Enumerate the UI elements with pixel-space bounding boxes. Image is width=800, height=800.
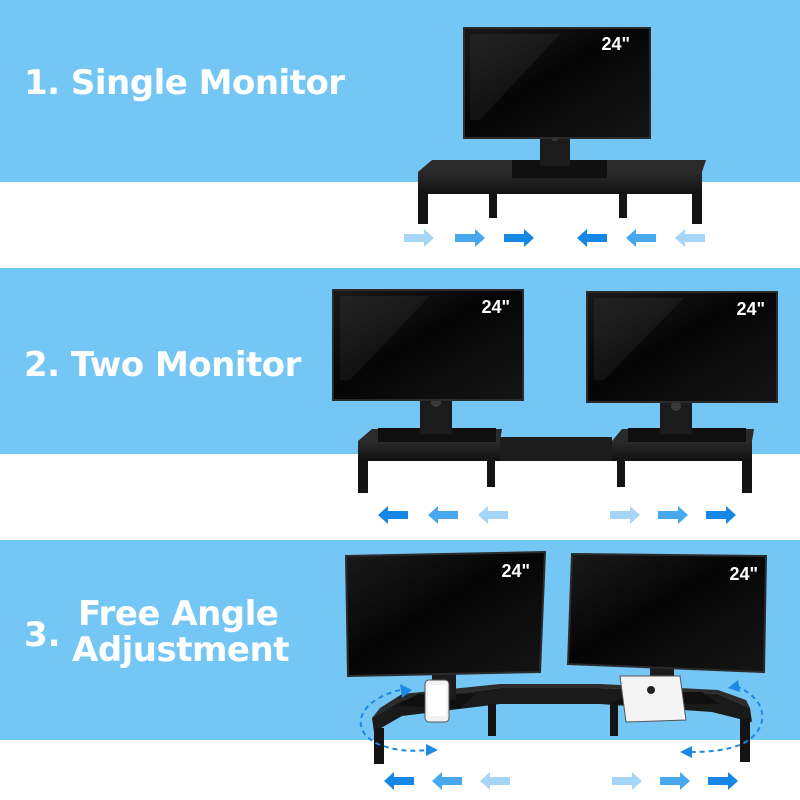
section-1-band: [0, 0, 800, 182]
section-2-heading: 2. Two Monitor: [24, 345, 301, 385]
section-1-scene: 24": [404, 27, 706, 247]
arrows-inward: [404, 229, 705, 247]
arrow-left-icon: [626, 229, 656, 247]
arrow-left-icon: [384, 772, 414, 790]
arrow-left-icon: [675, 229, 705, 247]
arrow-left-icon: [428, 506, 458, 524]
monitor-left: 24": [344, 550, 547, 723]
rotate-dashed-arrow-icon: [728, 680, 740, 692]
monitor-size-label: 24": [736, 299, 765, 319]
section-3-number: 3.: [24, 615, 61, 655]
arrow-left-icon: [432, 772, 462, 790]
arrow-right-icon: [706, 506, 736, 524]
arrow-right-icon: [504, 229, 534, 247]
arrow-right-icon: [455, 229, 485, 247]
section-3-heading-line-1: Free Angle: [78, 594, 279, 634]
monitor-size-label: 24": [501, 561, 530, 581]
arrow-right-icon: [708, 772, 738, 790]
phone-icon: [424, 679, 450, 723]
section-3-heading-line-2: Adjustment: [72, 630, 289, 670]
arrow-left-icon: [378, 506, 408, 524]
monitor: 24": [463, 27, 651, 178]
arrow-right-icon: [610, 506, 640, 524]
arrow-right-icon: [660, 772, 690, 790]
section-1-heading: 1. Single Monitor: [24, 63, 345, 103]
arrow-left-icon: [480, 772, 510, 790]
rotate-dashed-arrow-icon: [359, 685, 764, 753]
arrow-right-icon: [404, 229, 434, 247]
arrows-outward: [384, 772, 738, 790]
tablet-icon: [619, 675, 687, 723]
arrow-right-icon: [612, 772, 642, 790]
monitor-size-label: 24": [481, 297, 510, 317]
arrow-left-icon: [478, 506, 508, 524]
monitor-size-label: 24": [729, 564, 758, 584]
rotate-dashed-arrow-icon: [426, 744, 438, 756]
arrow-left-icon: [577, 229, 607, 247]
arrows-outward: [378, 506, 736, 524]
monitor-left: 24": [332, 289, 524, 442]
rotate-dashed-arrow-icon: [400, 684, 412, 698]
arrow-right-icon: [658, 506, 688, 524]
section-3-scene: 24" 24": [344, 550, 768, 790]
section-2-scene: 24" 24": [332, 289, 778, 524]
rotate-dashed-arrow-icon: [680, 746, 692, 758]
monitor-size-label: 24": [601, 34, 630, 54]
monitor-right: 24": [586, 291, 778, 442]
section-2-white-strip: [0, 454, 800, 540]
monitor-right: 24": [566, 552, 768, 723]
section-1-white-strip: [0, 182, 800, 268]
